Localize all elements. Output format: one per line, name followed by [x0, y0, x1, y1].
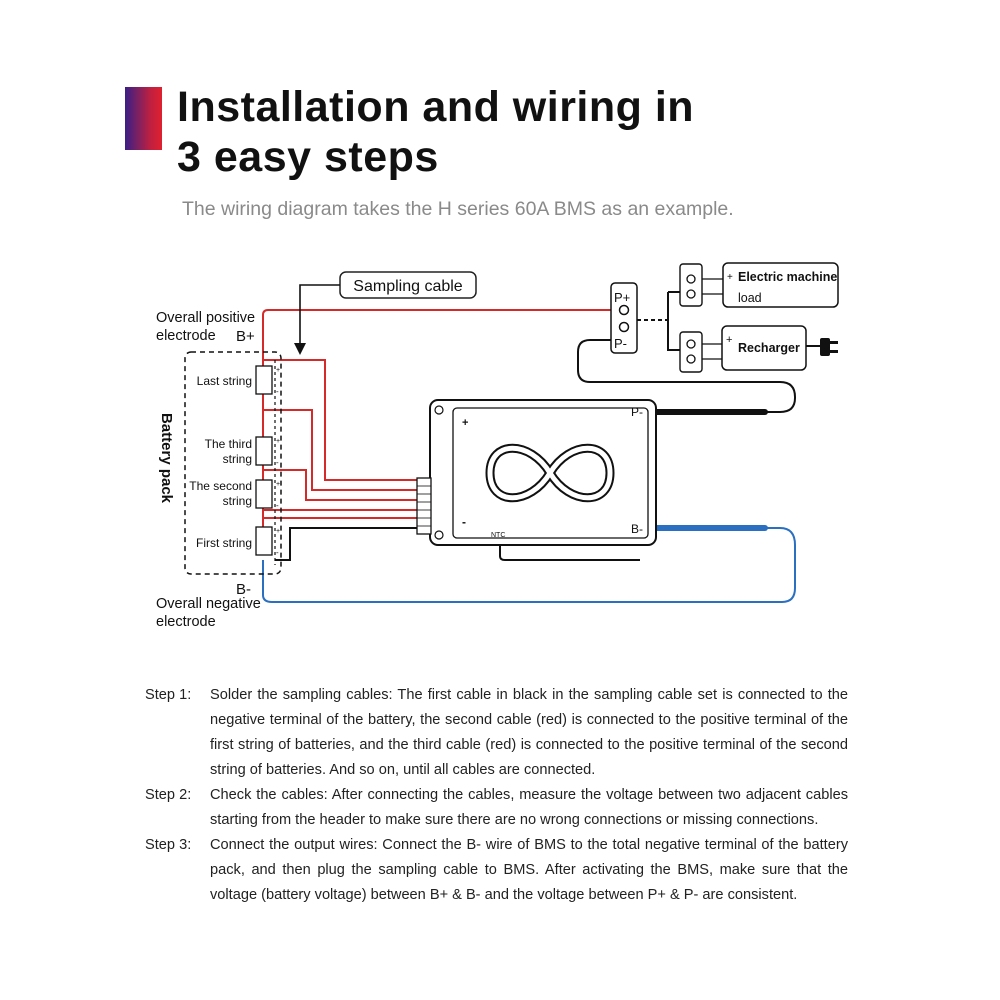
positive-main-wire [262, 309, 620, 355]
first-string-label: First string [196, 536, 252, 550]
cell-last: + - [255, 365, 280, 396]
svg-text:-: - [276, 458, 279, 467]
cell-first: + - [255, 526, 280, 557]
power-plug-icon [820, 338, 838, 356]
output-terminal-block [610, 282, 638, 354]
electric-machine-box [722, 262, 839, 308]
last-string-label: Last string [197, 374, 252, 388]
b-minus-label: B- [236, 581, 251, 598]
page-title: Installation and wiring in 3 easy steps [177, 83, 695, 181]
step-3: Step 3: Connect the output wires: Connec… [145, 833, 848, 908]
cell-second: + - [255, 479, 280, 510]
bms-b-minus-label: B- [631, 522, 643, 536]
b-plus-label: B+ [236, 328, 255, 345]
cell-third: + - [255, 436, 280, 467]
step-2: Step 2: Check the cables: After connecti… [145, 783, 848, 833]
blue-wires [262, 527, 796, 603]
electric-machine-label: Electric machine [738, 270, 837, 284]
sampling-wire-1 [263, 359, 417, 481]
step-1-text: Solder the sampling cables: The first ca… [210, 687, 848, 778]
svg-text:-: - [276, 501, 279, 510]
sampling-connector [416, 477, 432, 535]
negative-electrode-label: electrode [156, 614, 216, 630]
svg-text:-: - [276, 548, 279, 557]
negative-main-wire [262, 527, 796, 603]
step-2-text: Check the cables: After connecting the c… [210, 787, 848, 828]
ntc-wire [499, 540, 640, 561]
third-string-label-1: The third [205, 437, 252, 451]
bms-minus-label: - [462, 515, 466, 529]
recharger-label: Recharger [738, 341, 800, 355]
load-label: load [738, 291, 762, 305]
second-string-label-2: string [223, 494, 252, 508]
p-plus-label: P+ [614, 290, 630, 305]
title-accent-bar [125, 87, 162, 150]
svg-text:+: + [726, 334, 732, 346]
step-3-text: Connect the output wires: Connect the B-… [210, 837, 848, 903]
recharger-connector [679, 331, 703, 373]
overall-negative-label: Overall negative [156, 596, 261, 612]
ntc-label: NTC [491, 532, 505, 539]
wiring-diagram: Sampling cable Battery pack + - + - + - … [156, 262, 839, 630]
battery-pack-label: Battery pack [158, 413, 175, 504]
arrow-icon [294, 343, 306, 355]
second-string-label-1: The second [189, 479, 252, 493]
step-3-label: Step 3: [145, 837, 192, 853]
svg-text:+: + [727, 272, 733, 283]
positive-electrode-label: electrode [156, 328, 216, 344]
page-subtitle: The wiring diagram takes the H series 60… [182, 198, 734, 220]
sampling-wire-black [275, 527, 417, 561]
step-2-label: Step 2: [145, 787, 192, 803]
overall-positive-label: Overall positive [156, 310, 255, 326]
sampling-wire-3 [263, 469, 417, 501]
battery-pack-outline [184, 351, 282, 575]
bms-p-minus-label: P- [631, 405, 643, 419]
steps-list: Step 1: Solder the sampling cables: The … [145, 683, 848, 908]
step-1-label: Step 1: [145, 687, 192, 703]
p-minus-wire [577, 339, 796, 413]
svg-text:+: + [276, 438, 280, 445]
svg-text:-: - [276, 387, 279, 396]
black-wires [275, 291, 822, 561]
sampling-cable-label: Sampling cable [353, 278, 463, 295]
third-string-label-2: string [223, 452, 252, 466]
svg-text:+: + [276, 528, 280, 535]
recharger-box [721, 325, 807, 371]
bms-board [416, 399, 657, 546]
sampling-wire-2 [263, 409, 417, 491]
p-minus-label: P- [614, 336, 627, 351]
svg-text:+: + [276, 481, 280, 488]
load-connector [679, 263, 703, 307]
svg-text:+: + [276, 367, 280, 374]
bms-plus-label: + [462, 417, 468, 429]
step-1: Step 1: Solder the sampling cables: The … [145, 683, 848, 783]
